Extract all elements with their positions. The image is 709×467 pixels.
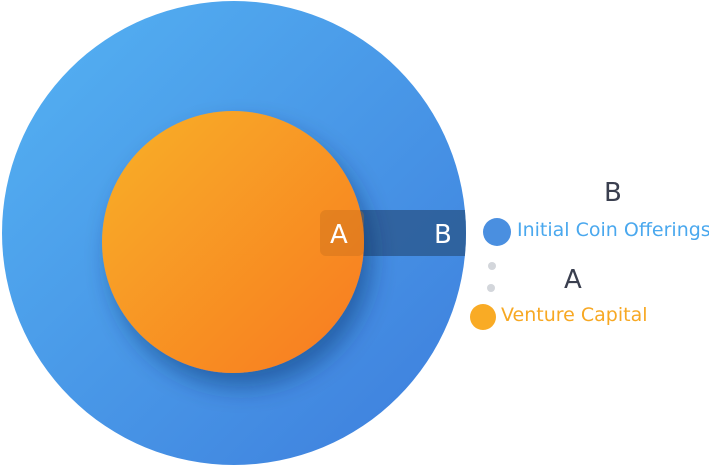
legend-dot-icb xyxy=(483,218,511,246)
legend-label-vc: Venture Capital xyxy=(501,304,648,326)
legend-label-icb: Initial Coin Offerings xyxy=(517,219,709,241)
legend-dot-vc xyxy=(470,304,496,330)
connector-dot xyxy=(487,284,495,292)
legend-letter-a: A xyxy=(564,265,582,295)
inner-circle-a xyxy=(102,111,364,373)
connector-dot xyxy=(488,262,496,270)
inner-label-a: A xyxy=(330,220,348,250)
label-band-a xyxy=(320,210,364,256)
legend-letter-b: B xyxy=(604,178,622,208)
outer-label-b: B xyxy=(434,220,452,250)
